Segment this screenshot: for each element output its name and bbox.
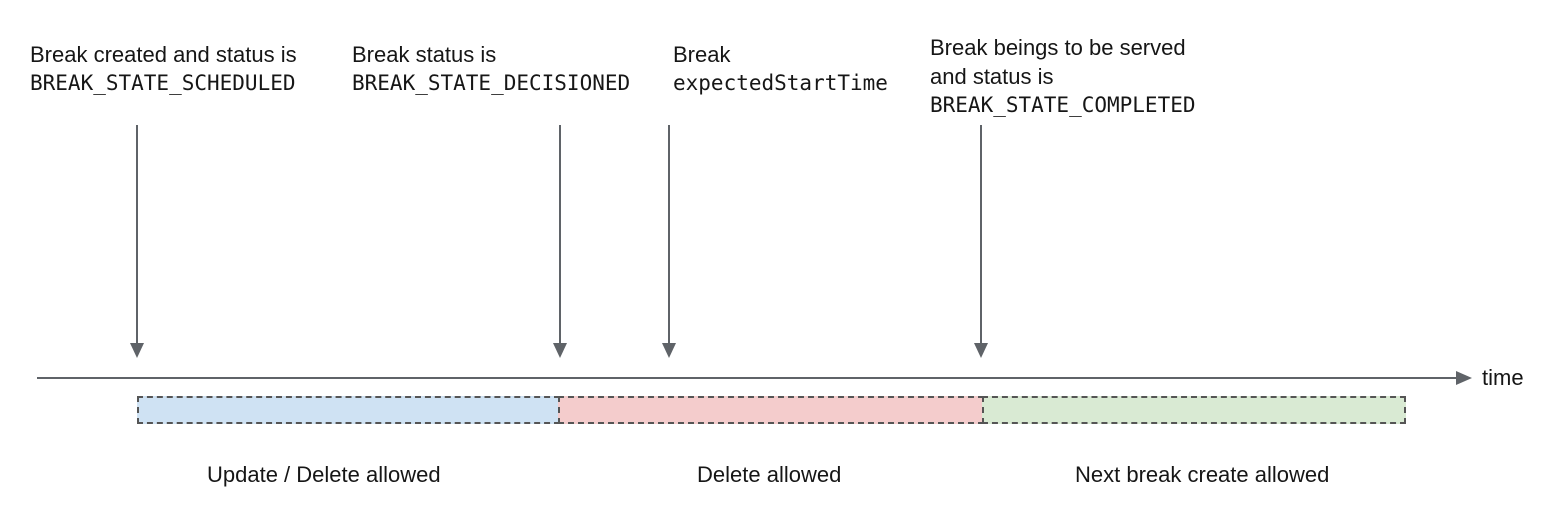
annotation-text-line: Break (673, 42, 731, 67)
down-arrowhead-icon (974, 343, 988, 358)
annotation-code-line: expectedStartTime (673, 71, 888, 95)
event-arrow-scheduled (130, 125, 144, 358)
annotation-text-line: and status is (930, 64, 1054, 89)
annotation-text-line: Break created and status is (30, 42, 297, 67)
segment-delete-allowed (558, 396, 984, 424)
annotation-code-line: BREAK_STATE_DECISIONED (352, 71, 631, 95)
annotation-text-line: Break beings to be served (930, 35, 1186, 60)
annotation-code-line: BREAK_STATE_SCHEDULED (30, 71, 296, 95)
annotation-break-decisioned: Break status is BREAK_STATE_DECISIONED (352, 40, 630, 98)
arrow-shaft (980, 125, 982, 343)
time-axis (37, 377, 1456, 379)
arrow-shaft (136, 125, 138, 343)
down-arrowhead-icon (662, 343, 676, 358)
event-arrow-expected-start (662, 125, 676, 358)
segment-update-delete-allowed (137, 396, 560, 424)
segment-next-break-create-allowed (982, 396, 1406, 424)
annotation-break-completed: Break beings to be served and status is … (930, 33, 1196, 120)
event-arrow-completed (974, 125, 988, 358)
annotation-expected-start-time: Break expectedStartTime (673, 40, 888, 98)
segment-label-next-break-create: Next break create allowed (1075, 462, 1330, 487)
annotation-text-line: Break status is (352, 42, 497, 67)
time-axis-label: time (1482, 365, 1524, 390)
arrow-shaft (559, 125, 561, 343)
event-arrow-decisioned (553, 125, 567, 358)
arrow-shaft (668, 125, 670, 343)
down-arrowhead-icon (553, 343, 567, 358)
right-arrowhead-icon (1456, 371, 1472, 385)
annotation-code-line: BREAK_STATE_COMPLETED (930, 93, 1196, 117)
segment-label-delete: Delete allowed (697, 462, 842, 487)
segment-label-update-delete: Update / Delete allowed (207, 462, 441, 487)
down-arrowhead-icon (130, 343, 144, 358)
annotation-break-scheduled: Break created and status is BREAK_STATE_… (30, 40, 297, 98)
